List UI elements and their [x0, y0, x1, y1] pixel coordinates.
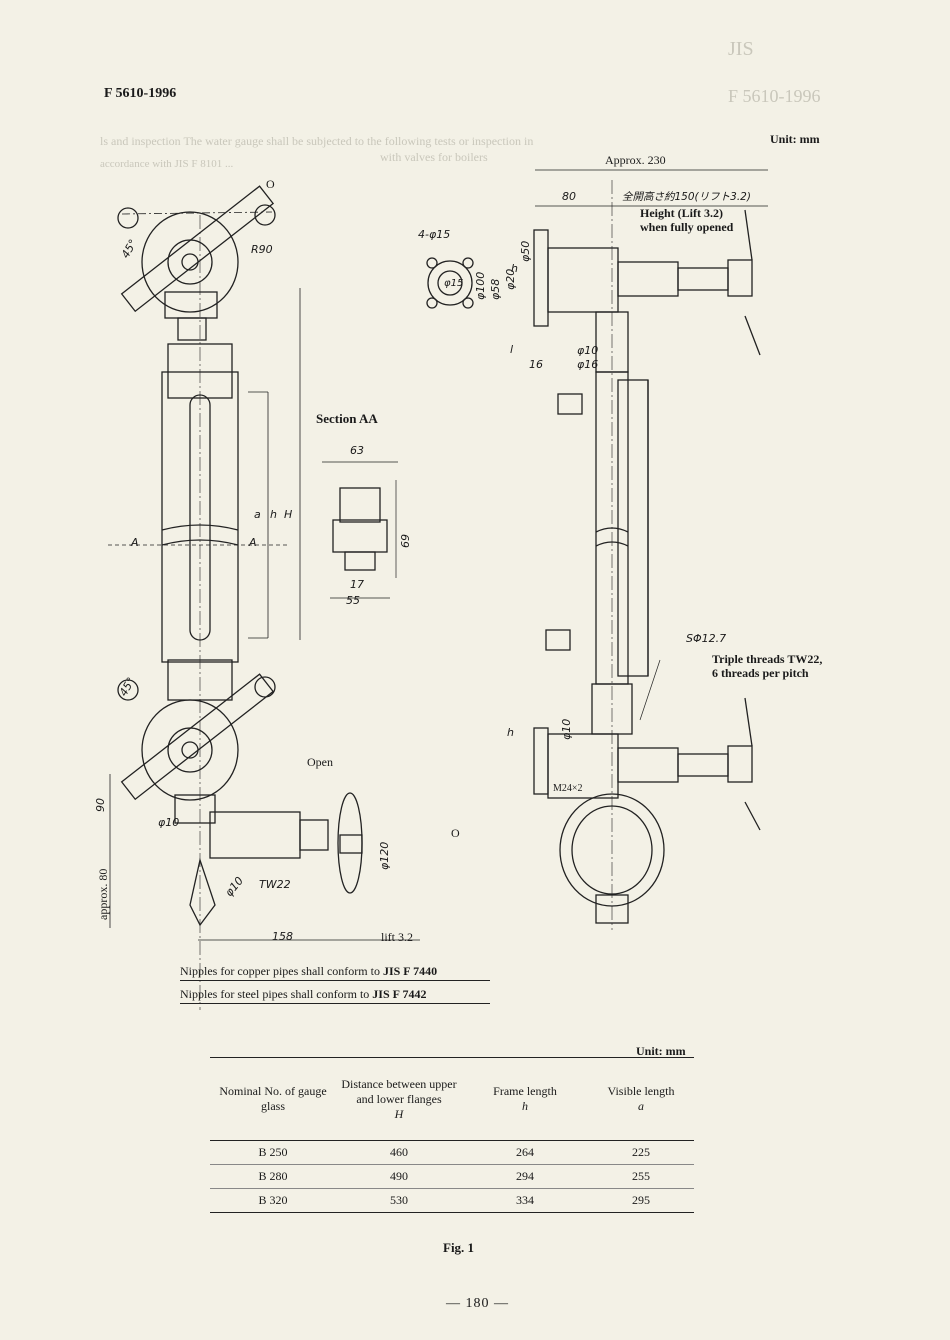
bottom-valve-wheel	[117, 673, 363, 927]
cell-H: 490	[336, 1164, 462, 1189]
m24-label: M24×2	[553, 783, 583, 794]
section-aa-detail	[322, 461, 398, 599]
h-lower-label: h	[507, 726, 514, 739]
dim-158-label: 158	[272, 930, 293, 943]
approx-80-label: approx. 80	[96, 868, 110, 920]
bleed-line3: accordance with JIS F 8101 ...	[100, 158, 234, 170]
jp-height-label: 全開高さ約150(リフト3.2)	[622, 191, 751, 203]
cell-nominal: B 250	[210, 1140, 336, 1165]
flange-view	[426, 257, 474, 309]
cell-h: 264	[462, 1140, 588, 1165]
bleed-jis: JIS	[728, 38, 754, 60]
phi10-b-label: φ10	[560, 718, 573, 740]
header-flange-distance: Distance between upper and lower flanges…	[336, 1057, 462, 1141]
table-unit-label: Unit: mm	[636, 1044, 686, 1058]
dim-a-label: a	[254, 508, 261, 521]
nipple-notes: Nipples for copper pipes shall conform t…	[180, 962, 490, 1004]
dim-80-top: 80	[562, 190, 576, 203]
six-threads-label: 6 threads per pitch	[712, 666, 809, 680]
dim-63-label: 63	[350, 444, 364, 457]
section-mark-a-left: A	[131, 536, 139, 549]
dimensions-table: Nominal No. of gauge glass Distance betw…	[210, 1057, 694, 1213]
approx-230-label: Approx. 230	[605, 153, 666, 167]
dim-69-label: 69	[399, 534, 412, 548]
dim-17-label: 17	[350, 578, 364, 591]
dim-16-label: 16	[529, 358, 543, 371]
table-row: B 280 490 294 255	[210, 1164, 694, 1189]
section-mark-a-right: A	[249, 536, 257, 549]
bleed-code: F 5610-1996	[728, 86, 821, 106]
steel-note-ref: JIS F 7442	[372, 987, 427, 1001]
s-phi-label: SΦ12.7	[686, 632, 727, 645]
phi16-label: φ16	[577, 358, 599, 371]
cell-a: 225	[588, 1140, 694, 1165]
figure-caption: Fig. 1	[443, 1240, 475, 1255]
cell-h: 294	[462, 1164, 588, 1189]
dim-90-label: 90	[94, 798, 107, 812]
table-row: B 320 530 334 295	[210, 1188, 694, 1213]
when-fully-opened-label: when fully opened	[640, 220, 734, 234]
o-top-label: O	[266, 177, 275, 191]
phi10-a-label: φ10	[577, 344, 599, 357]
r90-label: R90	[251, 243, 273, 256]
section-aa-title: Section AA	[316, 411, 378, 426]
height-lift-label: Height (Lift 3.2)	[640, 206, 723, 220]
bleed-line2: with valves for boilers	[380, 150, 488, 164]
bleed-line1: ls and inspection The water gauge shall …	[100, 134, 534, 148]
cell-a: 295	[588, 1188, 694, 1213]
table-row: B 250 460 264 225	[210, 1140, 694, 1165]
side-view	[533, 169, 768, 930]
cell-nominal: B 280	[210, 1164, 336, 1189]
copper-note-ref: JIS F 7440	[382, 964, 438, 978]
cell-h: 334	[462, 1188, 588, 1213]
page-number: — 180 —	[446, 1296, 509, 1311]
phi50-label: φ50	[519, 240, 532, 262]
table-header-row: Nominal No. of gauge glass Distance betw…	[210, 1057, 694, 1141]
phi120-label: φ120	[378, 841, 391, 870]
header-nominal-no: Nominal No. of gauge glass	[210, 1057, 336, 1141]
four-phi15-label: 4-φ15	[418, 228, 451, 241]
tw22-label: TW22	[259, 878, 291, 891]
steel-nipple-note: Nipples for steel pipes shall conform to…	[180, 981, 490, 1003]
dim-h-label: h	[270, 508, 277, 521]
open-label: Open	[307, 755, 333, 769]
cell-nominal: B 320	[210, 1188, 336, 1213]
copper-note-text: Nipples for copper pipes shall conform t…	[180, 964, 383, 978]
phi100-label: φ100	[474, 271, 487, 300]
cell-a: 255	[588, 1164, 694, 1189]
steel-note-text: Nipples for steel pipes shall conform to	[180, 987, 373, 1001]
triple-threads-label: Triple threads TW22,	[712, 652, 823, 666]
unit-label-top: Unit: mm	[770, 132, 820, 146]
o-bottom-label: O	[451, 826, 460, 840]
dim-55-label: 55	[346, 594, 360, 607]
dim-H-label: H	[284, 508, 293, 521]
phi58-label: φ58	[489, 278, 502, 300]
lift-label: lift 3.2	[381, 930, 413, 944]
gauge-frame	[161, 343, 239, 701]
phi15-label: φ15	[444, 278, 464, 289]
h-mark-top: h	[511, 262, 518, 275]
cell-H: 460	[336, 1140, 462, 1165]
phi10-c-label: φ10	[158, 816, 180, 829]
copper-nipple-note: Nipples for copper pipes shall conform t…	[180, 962, 490, 981]
cell-H: 530	[336, 1188, 462, 1213]
l-mark: l	[510, 343, 514, 356]
standard-code: F 5610-1996	[104, 86, 177, 101]
top-valve-wheel	[117, 185, 276, 1010]
